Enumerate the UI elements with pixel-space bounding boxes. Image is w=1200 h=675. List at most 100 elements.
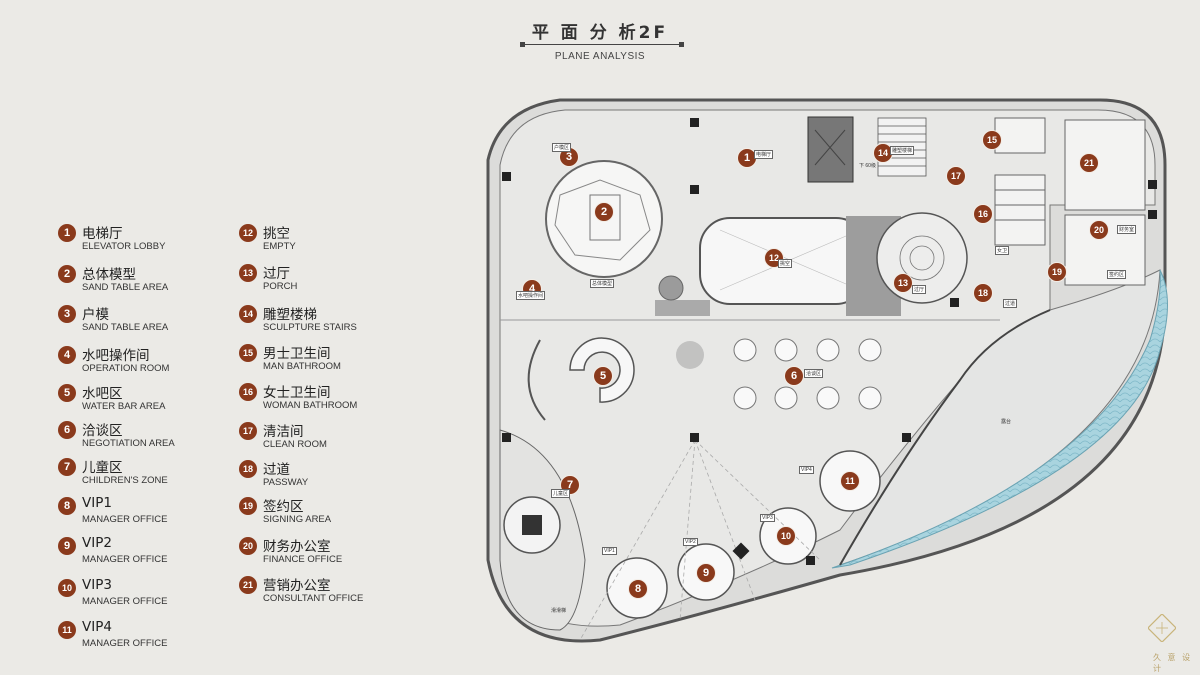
legend-label-en: MANAGER OFFICE [82,638,168,649]
legend-label-en: WATER BAR AREA [82,401,166,412]
plan-marker: 8 [628,579,648,599]
plan-label: 电梯厅 [754,150,774,159]
legend-label-zh: 过道 [263,462,290,478]
legend-label-en: WOMAN BATHROOM [263,400,358,411]
columns [502,118,1157,565]
legend-label-zh: 电梯厅 [82,226,123,242]
legend-badge: 21 [239,576,257,594]
plan-label: 儿童区 [551,489,571,498]
legend-badge: 18 [239,460,257,478]
legend-label-zh: 挑空 [263,226,290,242]
legend-label-en: SIGNING AREA [263,514,332,525]
legend-label-en: ELEVATOR LOBBY [82,241,166,252]
legend-label-zh: 总体模型 [82,267,136,283]
brand-name: 久 意 设 计 [1153,653,1193,673]
sand-table-block [589,194,621,241]
plan-marker: 2 [594,202,614,222]
legend-label-zh: 清洁间 [263,424,304,440]
legend-label-en: PASSWAY [263,477,309,488]
legend-badge: 1 [58,224,76,242]
plan-label: 户模区 [552,143,572,152]
legend-label-zh: 户模 [82,307,109,323]
plan-label: 签约区 [1107,270,1127,279]
negotiation-tables [733,338,882,410]
legend-label-zh: 儿童区 [82,460,123,476]
plan-marker: 21 [1079,153,1099,173]
vip-dividers [579,439,821,641]
legend-badge: 3 [58,305,76,323]
plan-label: 滑滑梯 [551,608,567,614]
plan-label: 女卫 [995,246,1010,255]
plan-marker: 6 [784,366,804,386]
legend-badge: 7 [58,458,76,476]
plan-marker: 5 [593,366,613,386]
legend-label-zh: 营销办公室 [263,578,331,594]
legend-badge: 8 [58,497,76,515]
legend-label-zh: 女士卫生间 [263,385,331,401]
plan-marker: 19 [1047,262,1067,282]
legend-label-zh: VIP4 [82,619,112,635]
legend-badge: 9 [58,537,76,555]
sculpture-base [732,542,750,560]
plan-label: 下 60级 [859,163,876,169]
legend-badge: 10 [58,579,76,597]
plan-label: 财务室 [1117,225,1137,234]
plan-label: VIP2 [683,538,698,546]
brand-logo-icon [1148,614,1176,642]
legend-badge: 19 [239,497,257,515]
legend-label-en: MANAGER OFFICE [82,596,168,607]
legend-label-en: SAND TABLE AREA [82,282,169,293]
title-divider [520,42,684,47]
plan-label: VIP3 [760,514,775,522]
legend-label-zh: 签约区 [263,499,304,515]
legend-badge: 15 [239,344,257,362]
plan-label: 过厅 [912,285,927,294]
legend-badge: 6 [58,421,76,439]
plan-marker: 3 [559,147,579,167]
legend-badge: 17 [239,422,257,440]
bathroom-block [994,117,1046,246]
plan-marker: 13 [893,273,913,293]
plan-label: 露台 [1001,419,1012,425]
legend-label-zh: VIP2 [82,535,112,551]
legend-label-zh: 水吧区 [82,386,123,402]
plan-label: 挑空 [778,259,793,268]
page-title: 平 面 分 析2F [531,23,669,43]
legend-label-zh: VIP1 [82,495,112,511]
legend-label-zh: 财务办公室 [263,539,331,555]
plan-marker: 17 [946,166,966,186]
legend-label-en: MANAGER OFFICE [82,554,168,565]
legend-label-zh: 水吧操作间 [82,348,150,364]
legend-badge: 2 [58,265,76,283]
plan-marker: 15 [982,130,1002,150]
legend-label-zh: 洽谈区 [82,423,123,439]
plan-label: 过道 [1003,299,1018,308]
plan-label: 雕塑楼梯 [890,146,915,155]
planter [658,275,684,301]
sand-table-map [554,179,651,261]
legend-badge: 5 [58,384,76,402]
plan-label: 水吧操作间 [516,291,546,300]
plan-marker: 10 [776,526,796,546]
legend-badge: 4 [58,346,76,364]
legend-label-en: SAND TABLE AREA [82,322,169,333]
legend-label-zh: 雕塑楼梯 [263,307,317,323]
plan-marker: 14 [873,143,893,163]
water-bar-counter [569,337,635,403]
legend-badge: 20 [239,537,257,555]
legend-label-en: MAN BATHROOM [263,361,341,372]
legend-badge: 13 [239,264,257,282]
legend-label-en: MANAGER OFFICE [82,514,168,525]
legend-label-en: PORCH [263,281,298,292]
legend-badge: 12 [239,224,257,242]
legend-label-en: SCULPTURE STAIRS [263,322,357,333]
legend-label-en: CONSULTANT OFFICE [263,593,364,604]
planter [676,341,704,369]
plan-label: VIP4 [799,466,814,474]
plan-marker: 20 [1089,220,1109,240]
legend-label-en: CLEAN ROOM [263,439,327,450]
plan-marker: 16 [973,204,993,224]
legend-badge: 11 [58,621,76,639]
